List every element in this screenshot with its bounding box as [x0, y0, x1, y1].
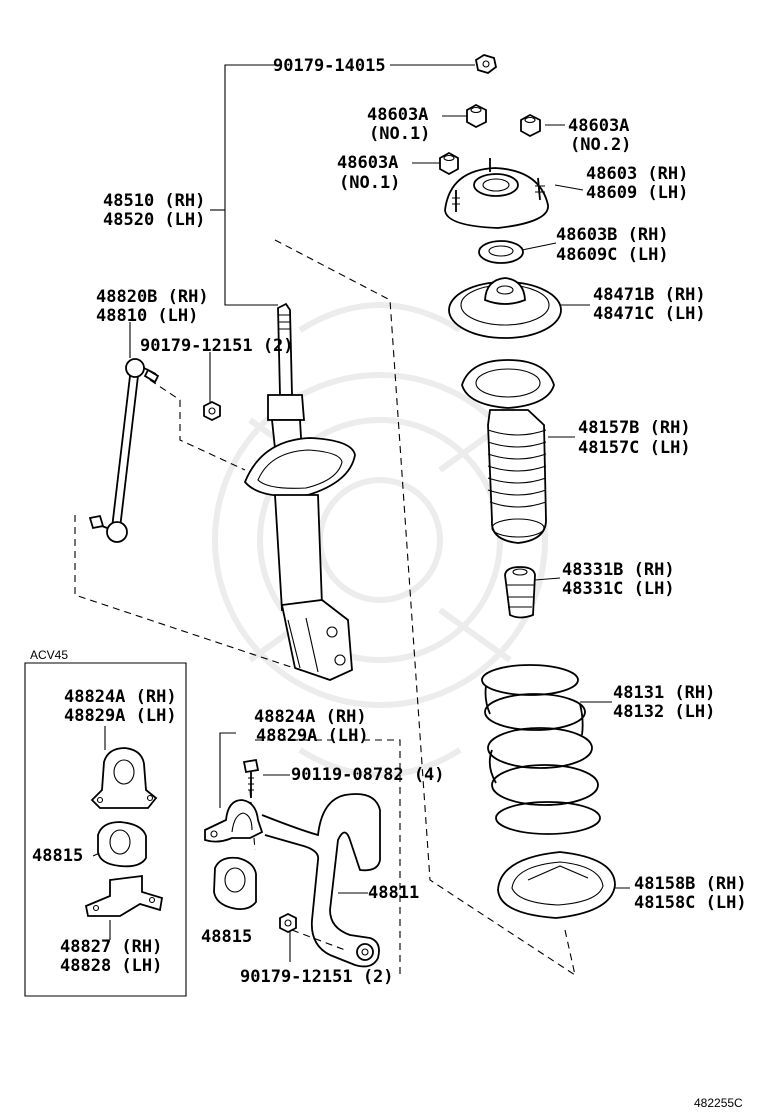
- label-upper-seat-lh: 48471C (LH): [593, 304, 706, 324]
- bellows-boot-part: [461, 359, 555, 544]
- label-insulator-lh: 48158C (LH): [634, 893, 747, 913]
- part-labels: 90179-14015 48510 (RH) 48520 (LH) 48603A…: [32, 56, 747, 1110]
- label-bracket-main-rh: 48824A (RH): [254, 707, 367, 727]
- label-inset-bracket-rh: 48824A (RH): [64, 687, 177, 707]
- label-link-rh: 48820B (RH): [96, 287, 209, 307]
- label-bracket-main-lh: 48829A (LH): [256, 726, 369, 746]
- label-nut-603a-no1-left: 48603A: [337, 153, 398, 173]
- label-bearing-lh: 48609C (LH): [556, 245, 669, 265]
- label-bushing-main: 48815: [201, 927, 252, 947]
- stabilizer-bar-part: [261, 793, 381, 968]
- label-bearing-rh: 48603B (RH): [556, 225, 669, 245]
- label-nut-603a-no1-left-sub: (NO.1): [339, 173, 400, 193]
- bearing-part: [478, 240, 524, 264]
- shock-absorber-part: [243, 302, 356, 681]
- label-strut-rh: 48510 (RH): [103, 191, 205, 211]
- lower-insulator-part: [497, 851, 616, 919]
- label-bumper-rh: 48331B (RH): [562, 560, 675, 580]
- label-bumper-lh: 48331C (LH): [562, 579, 675, 599]
- label-bottom-nut: 90179-12151 (2): [240, 967, 394, 987]
- label-nut-603a-no1-top-sub: (NO.1): [369, 124, 430, 144]
- label-top-nut: 90179-14015: [273, 56, 386, 76]
- top-nut-part: [474, 54, 498, 74]
- diagram-id: 482255C: [694, 1096, 743, 1110]
- label-nut-603a-no1-top: 48603A: [367, 105, 428, 125]
- label-boot-lh: 48157C (LH): [578, 438, 691, 458]
- inset-plate-part: [84, 874, 164, 917]
- nut-48603a-left-part: [439, 151, 459, 176]
- stabilizer-link-part: [88, 358, 160, 543]
- label-insulator-rh: 48158B (RH): [634, 874, 747, 894]
- label-inset-plate-rh: 48827 (RH): [60, 937, 162, 957]
- label-boot-rh: 48157B (RH): [578, 418, 691, 438]
- label-support-rh: 48603 (RH): [586, 164, 688, 184]
- label-spring-rh: 48131 (RH): [613, 683, 715, 703]
- label-inset-bushing: 48815: [32, 846, 83, 866]
- stabilizer-bushing-part: [213, 856, 257, 911]
- label-strut-lh: 48520 (LH): [103, 210, 205, 230]
- nut-48603a-no1-part: [466, 103, 487, 129]
- inset-bracket-part: [90, 747, 158, 809]
- label-upper-seat-rh: 48471B (RH): [593, 285, 706, 305]
- label-stabilizer-bar: 48811: [368, 883, 419, 903]
- strut-support-part: [444, 158, 549, 229]
- acv45-inset: ACV45: [24, 648, 187, 997]
- label-nut-603a-no2-sub: (NO.2): [570, 135, 631, 155]
- label-link-lh: 48810 (LH): [96, 306, 198, 326]
- bottom-nut-part: [279, 912, 297, 934]
- stabilizer-bracket-part: [204, 799, 264, 843]
- upper-spring-seat-part: [448, 277, 562, 339]
- inset-title: ACV45: [30, 648, 68, 662]
- bracket-bolt-part: [242, 758, 260, 798]
- label-support-lh: 48609 (LH): [586, 183, 688, 203]
- label-inset-bracket-lh: 48829A (LH): [64, 706, 177, 726]
- label-link-nut: 90179-12151 (2): [140, 336, 294, 356]
- inset-bushing-part: [97, 821, 147, 868]
- label-bolt: 90119-08782 (4): [291, 765, 445, 785]
- nut-48603a-no2-part: [520, 113, 541, 138]
- label-spring-lh: 48132 (LH): [613, 702, 715, 722]
- label-inset-plate-lh: 48828 (LH): [60, 956, 162, 976]
- coil-spring-part: [481, 664, 601, 835]
- link-nut-part: [203, 400, 221, 422]
- label-nut-603a-no2: 48603A: [568, 116, 629, 136]
- bound-stopper-part: [504, 566, 536, 619]
- assembly-dashed-lines: [74, 239, 576, 976]
